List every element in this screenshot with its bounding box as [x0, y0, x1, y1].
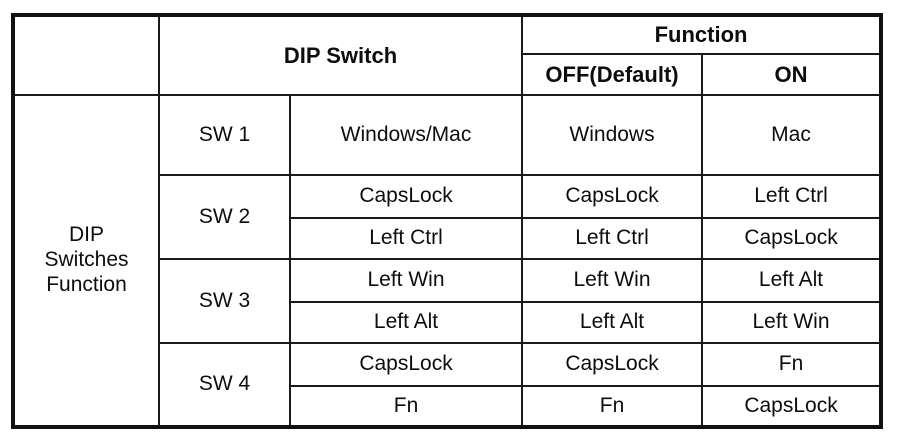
row-label-line-2: Switches	[44, 248, 129, 272]
table-row: DIP Switches Function SW 1 Windows/Mac W…	[12, 94, 883, 428]
header-dip-switch: DIP Switch	[157, 14, 524, 96]
switch-description-sw3-0: Left Win	[288, 258, 524, 303]
switch-off-sw3-0: Left Win	[521, 258, 704, 303]
header-row-secondary: OFF(Default) ON	[13, 53, 883, 96]
switch-off-sw4-1: Fn	[521, 385, 704, 428]
header-function: Function	[521, 14, 883, 55]
switch-name-sw3: SW 3	[158, 258, 291, 344]
switch-off-sw3-1: Left Alt	[521, 301, 704, 344]
table-row: SW 2 CapsLock CapsLock Left Ctrl	[13, 174, 883, 260]
switch-name-sw1: SW 1	[158, 94, 291, 176]
table-row: Left Alt Left Alt Left Win	[13, 301, 883, 344]
header-row-primary: DIP Switch Function	[12, 14, 883, 96]
switch-name-sw2: SW 2	[158, 174, 291, 260]
header-function-off: OFF(Default)	[521, 53, 704, 96]
table-row: SW 4 CapsLock CapsLock Fn	[13, 342, 883, 428]
switch-off-sw2-1: Left Ctrl	[521, 217, 704, 260]
switch-off-sw2-0: CapsLock	[521, 174, 704, 219]
switch-off-sw1-0: Windows	[521, 94, 704, 176]
switch-description-sw3-1: Left Alt	[288, 301, 524, 344]
switch-description-sw2-0: CapsLock	[288, 174, 524, 219]
switch-on-sw4-0: Fn	[701, 342, 883, 387]
row-label-dip-switches-function: DIP Switches Function	[12, 94, 160, 428]
switch-on-sw1-0: Mac	[701, 94, 883, 176]
switch-description-sw4-0: CapsLock	[288, 342, 524, 387]
table-row: Fn Fn CapsLock	[13, 385, 883, 428]
table-row: Left Ctrl Left Ctrl CapsLock	[13, 217, 883, 260]
switch-on-sw3-0: Left Alt	[701, 258, 883, 303]
switch-description-sw1-0: Windows/Mac	[288, 94, 524, 176]
switch-name-sw4: SW 4	[158, 342, 291, 428]
switch-on-sw2-0: Left Ctrl	[701, 174, 883, 219]
dip-switches-function-table: DIP Switch Function OFF(Default) ON DIP …	[11, 13, 884, 429]
table-header: DIP Switch Function OFF(Default) ON	[12, 14, 883, 96]
switch-description-sw4-1: Fn	[288, 385, 524, 428]
row-label-line-3: Function	[46, 272, 127, 296]
table-row: SW 3 Left Win Left Win Left Alt	[13, 258, 883, 344]
table-body: DIP Switches Function SW 1 Windows/Mac W…	[12, 94, 883, 428]
switch-on-sw3-1: Left Win	[701, 301, 883, 344]
switch-on-sw4-1: CapsLock	[701, 385, 883, 428]
header-function-on: ON	[701, 53, 883, 96]
switch-description-sw2-1: Left Ctrl	[288, 217, 524, 260]
switch-off-sw4-0: CapsLock	[521, 342, 704, 387]
header-corner-empty	[12, 14, 160, 96]
switch-on-sw2-1: CapsLock	[701, 217, 883, 260]
row-label-line-1: DIP	[68, 223, 104, 247]
